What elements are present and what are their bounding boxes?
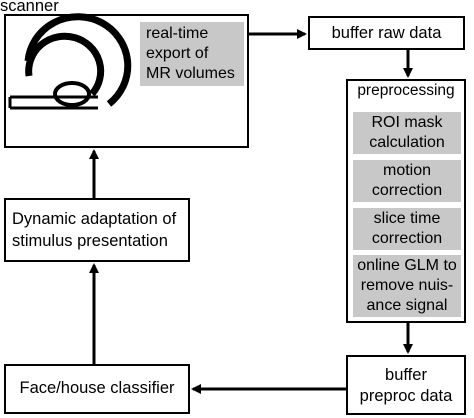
export-line-3: MR volumes (146, 65, 235, 82)
buffer-raw-box: buffer raw data (308, 16, 465, 50)
scanner-label: scanner (0, 0, 59, 15)
classifier-box: Face/house classifier (4, 364, 190, 414)
glm-line-1: online GLM to (357, 257, 457, 274)
export-line-1: real-time (146, 25, 209, 42)
motion-line-2: correction (371, 182, 443, 199)
buffer-preproc-line-1: buffer (385, 366, 427, 384)
adaptation-box: Dynamic adaptation of stimulus presentat… (4, 198, 190, 262)
glm-line-2: remove nuis- (360, 277, 454, 294)
roi-mask-step: ROI mask calculation (353, 112, 461, 154)
slice-time-line-2: correction (371, 230, 443, 247)
roi-mask-line-2: calculation (369, 134, 445, 151)
realtime-export-box: real-time export of MR volumes (140, 22, 244, 86)
glm-line-3: ance signal (366, 297, 448, 314)
preprocessing-title: preprocessing (357, 82, 455, 99)
adaptation-line-2: stimulus presentation (12, 232, 168, 250)
motion-line-1: motion (382, 162, 432, 179)
motion-correction-step: motion correction (353, 160, 461, 202)
online-glm-step: online GLM to remove nuis- ance signal (353, 255, 461, 317)
buffer-raw-label: buffer raw data (331, 24, 442, 42)
classifier-label: Face/house classifier (19, 379, 175, 397)
buffer-preproc-box: buffer preproc data (346, 355, 466, 415)
slice-time-step: slice time correction (353, 208, 461, 250)
slice-time-line-1: slice time (373, 210, 441, 227)
roi-mask-line-1: ROI mask (371, 114, 443, 131)
buffer-preproc-line-2: preproc data (359, 387, 453, 405)
export-line-2: export of (146, 45, 209, 62)
adaptation-line-1: Dynamic adaptation of (12, 210, 177, 228)
